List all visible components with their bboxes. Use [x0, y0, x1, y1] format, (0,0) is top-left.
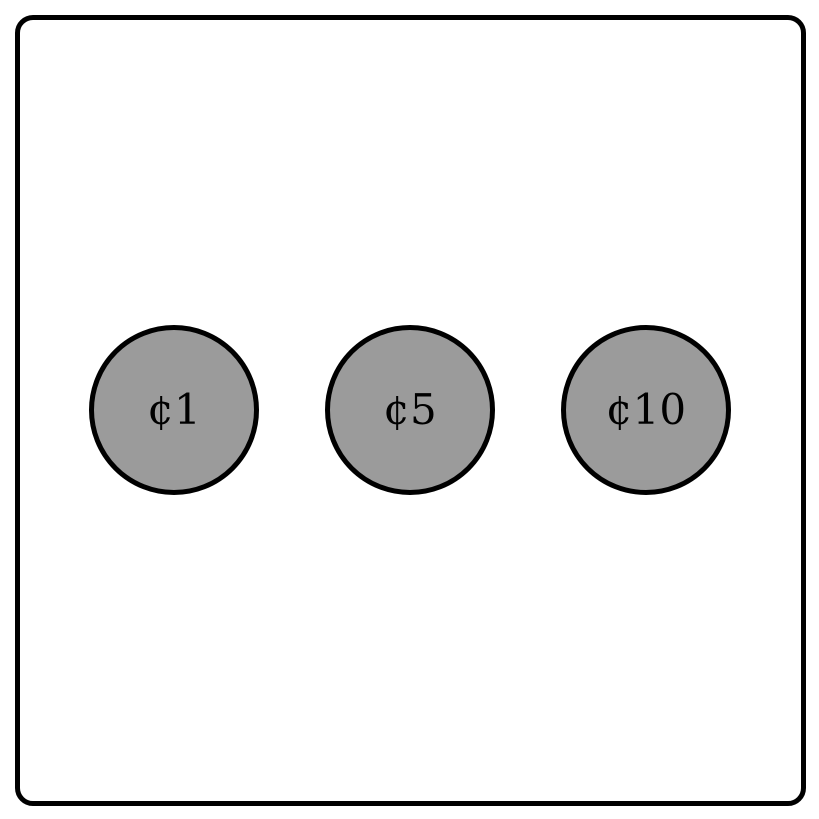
- coin-label: ¢5: [383, 385, 437, 434]
- coin-5-cent: ¢5: [325, 325, 495, 495]
- coin-label: ¢1: [147, 385, 201, 434]
- coin-10-cent: ¢10: [561, 325, 731, 495]
- coin-label: ¢10: [605, 385, 687, 434]
- coin-1-cent: ¢1: [89, 325, 259, 495]
